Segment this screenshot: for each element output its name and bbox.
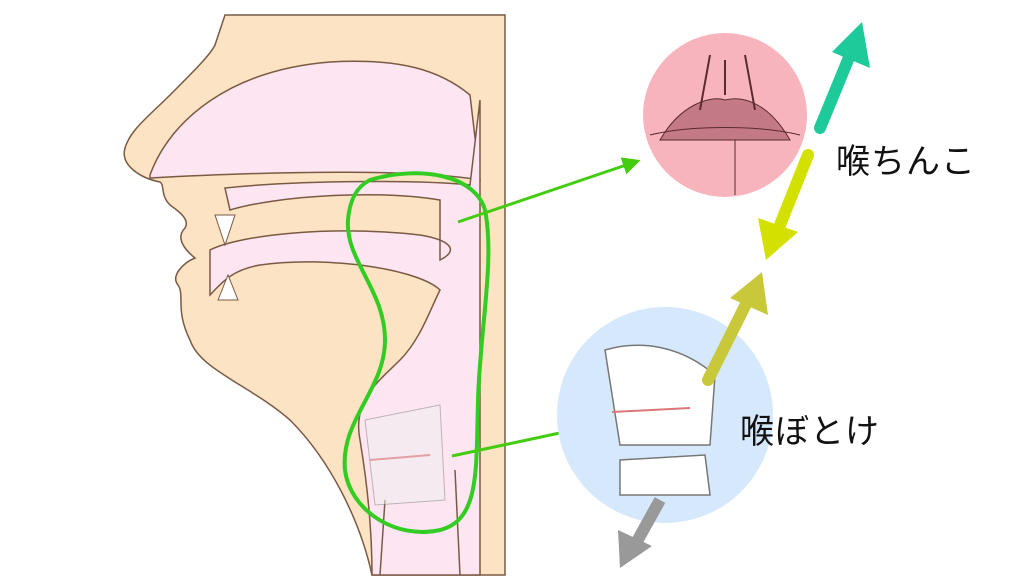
upper-teeth	[214, 214, 236, 247]
highlight-loop	[342, 171, 491, 534]
lower-teeth	[217, 273, 239, 301]
larynx-small	[364, 404, 446, 506]
nasal-cavity	[149, 60, 481, 181]
uvula-label: 喉ちんこ	[836, 142, 976, 182]
uvula-closeup	[643, 33, 807, 197]
arrow-uvula-up	[814, 22, 870, 134]
arrow-uvula-down	[758, 149, 814, 260]
adams-apple-label: 喉ぼとけ	[740, 412, 880, 452]
arrow-larynx-down	[618, 497, 666, 568]
pointer-arrow-uvula	[457, 157, 641, 224]
arrow-larynx-up	[702, 272, 768, 386]
